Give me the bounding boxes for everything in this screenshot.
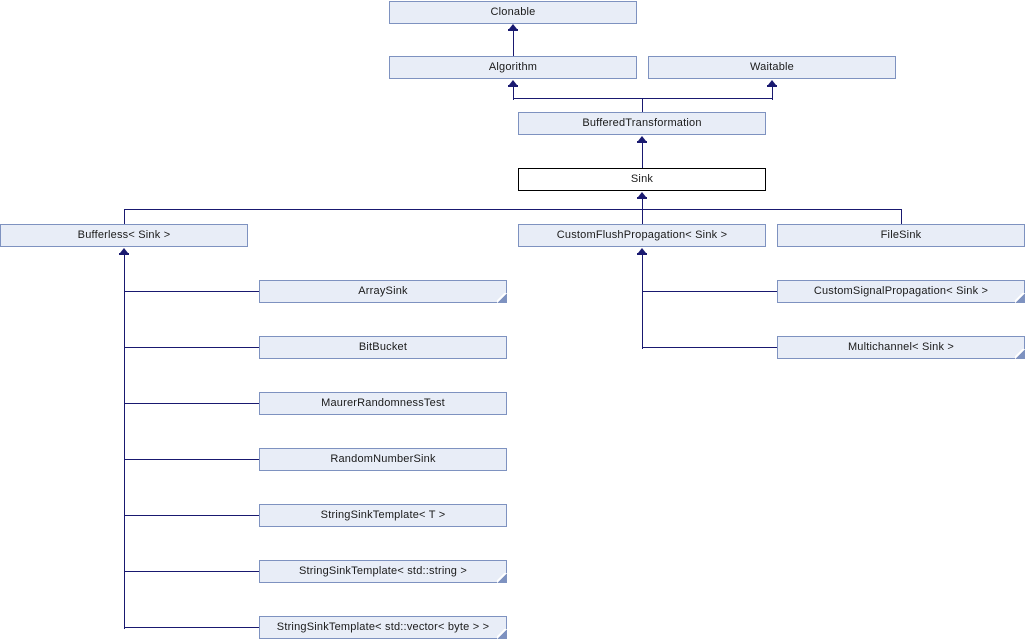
inheritance-edge-segment [124,347,260,348]
inheritance-edge-segment [124,209,125,225]
class-label: BufferedTransformation [582,117,702,129]
inheritance-edge-segment [124,459,260,460]
class-node-sink: Sink [518,168,766,191]
inheritance-arrow-icon [637,248,647,255]
class-label: Bufferless< Sink > [77,229,171,241]
class-node-multichannel-sink[interactable]: Multichannel< Sink > [777,336,1025,359]
class-node-string-sink-template-vector[interactable]: StringSinkTemplate< std::vector< byte > … [259,616,507,639]
inheritance-edge-segment [124,571,260,572]
class-node-arraysink[interactable]: ArraySink [259,280,507,303]
inheritance-edge-segment [642,142,643,169]
class-label: Multichannel< Sink > [847,341,955,353]
inheritance-edge-segment [124,515,260,516]
inheritance-arrow-icon [508,24,518,31]
inheritance-edge-segment [642,198,643,211]
class-label: StringSinkTemplate< std::vector< byte > … [276,621,490,633]
inheritance-edge-segment [642,291,778,292]
inheritance-edge-segment [513,30,514,57]
inheritance-arrow-icon [637,192,647,199]
class-node-string-sink-template-string[interactable]: StringSinkTemplate< std::string > [259,560,507,583]
class-label: Waitable [750,61,794,73]
class-label: MaurerRandomnessTest [321,397,445,409]
inheritance-edge-segment [124,254,125,629]
inheritance-arrow-icon [767,80,777,87]
inheritance-edge-segment [642,254,643,349]
class-node-clonable[interactable]: Clonable [389,1,637,24]
class-label: BitBucket [358,341,408,353]
inheritance-edge-segment [124,403,260,404]
folded-corner-icon [497,573,507,583]
class-node-filesink[interactable]: FileSink [777,224,1025,247]
inheritance-edge-segment [513,98,773,99]
class-node-maurer-randomness-test[interactable]: MaurerRandomnessTest [259,392,507,415]
folded-corner-icon [1015,293,1025,303]
class-label: ArraySink [358,285,408,297]
inheritance-arrow-icon [637,136,647,143]
class-node-custom-flush-propagation-sink[interactable]: CustomFlushPropagation< Sink > [518,224,766,247]
inheritance-arrow-icon [119,248,129,255]
class-node-custom-signal-propagation-sink[interactable]: CustomSignalPropagation< Sink > [777,280,1025,303]
class-label: Clonable [490,6,536,18]
class-node-string-sink-template-t[interactable]: StringSinkTemplate< T > [259,504,507,527]
class-label: Algorithm [488,61,538,73]
class-label: FileSink [880,229,922,241]
class-label: StringSinkTemplate< std::string > [298,565,467,577]
inheritance-edge-segment [642,347,778,348]
folded-corner-icon [1015,349,1025,359]
class-node-bufferless-sink[interactable]: Bufferless< Sink > [0,224,248,247]
folded-corner-icon [497,629,507,639]
inheritance-edge-segment [901,209,902,225]
class-node-random-number-sink[interactable]: RandomNumberSink [259,448,507,471]
inheritance-edge-segment [642,209,643,225]
inheritance-arrow-icon [508,80,518,87]
inheritance-edge-segment [642,98,643,113]
class-node-algorithm[interactable]: Algorithm [389,56,637,79]
class-label: CustomFlushPropagation< Sink > [556,229,728,241]
class-label: StringSinkTemplate< T > [320,509,446,521]
inheritance-edge-segment [772,86,773,100]
inheritance-edge-segment [124,209,902,210]
class-label: CustomSignalPropagation< Sink > [813,285,989,297]
inheritance-edge-segment [513,86,514,100]
inheritance-edge-segment [124,627,260,628]
folded-corner-icon [497,293,507,303]
class-label: RandomNumberSink [330,453,436,465]
class-node-bitbucket[interactable]: BitBucket [259,336,507,359]
class-node-buffered-transformation[interactable]: BufferedTransformation [518,112,766,135]
inheritance-edge-segment [124,291,260,292]
class-label: Sink [630,173,654,185]
class-node-waitable[interactable]: Waitable [648,56,896,79]
